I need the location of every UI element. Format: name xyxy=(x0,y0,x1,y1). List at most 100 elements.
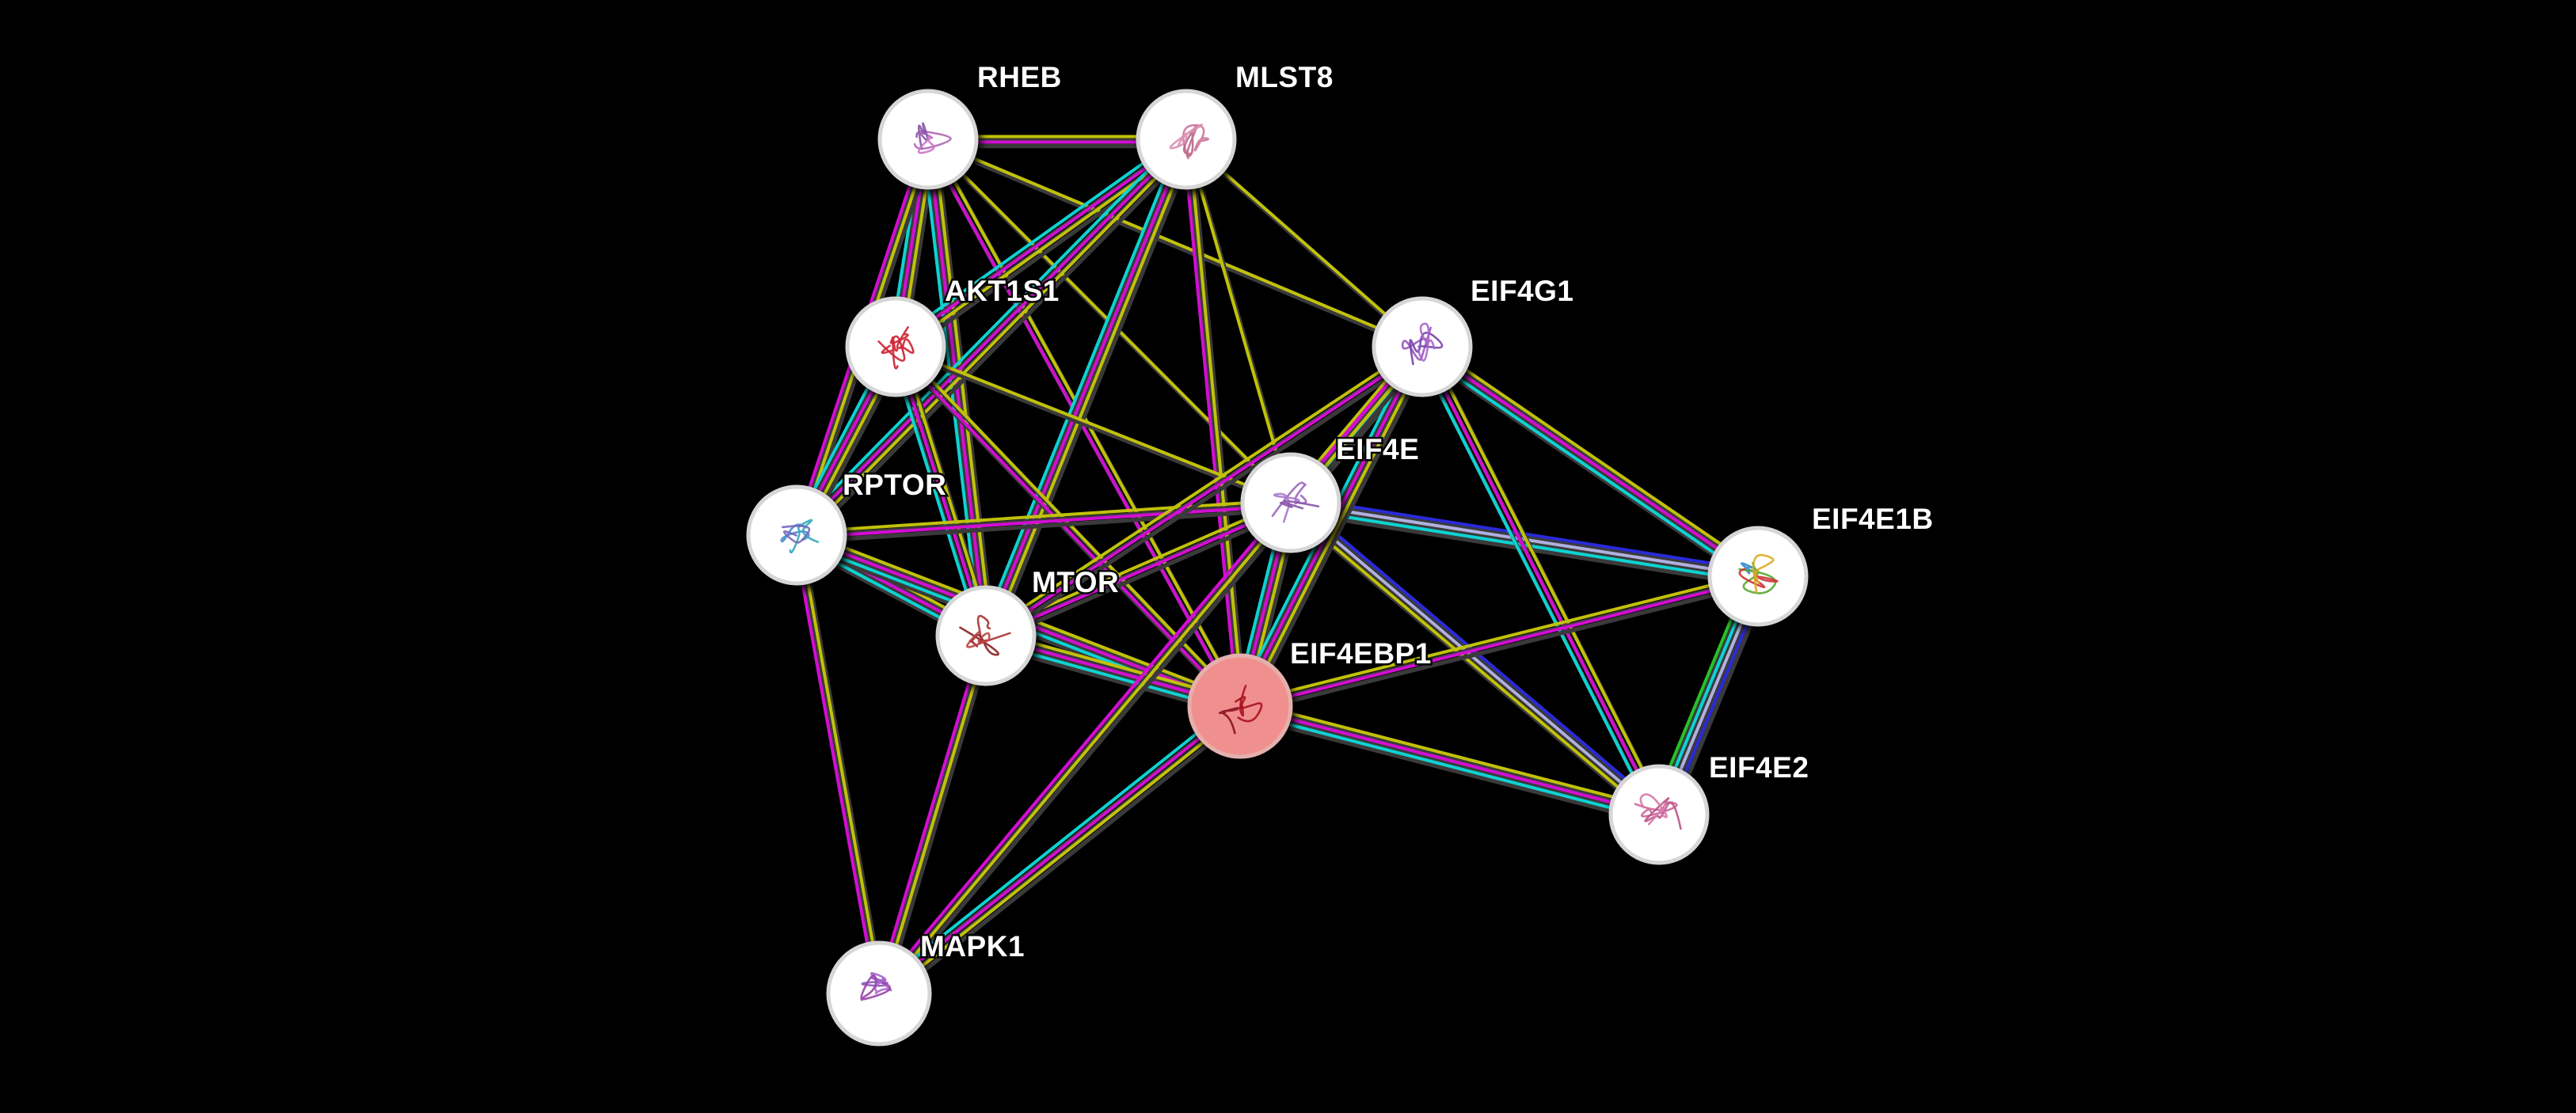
edge-MTOR-EIF4G1[interactable] xyxy=(983,343,1429,644)
protein-structure-thumbnail xyxy=(1239,685,1247,717)
edge-MLST8-EIF4EBP1[interactable] xyxy=(1181,137,1248,713)
protein-structure-thumbnail xyxy=(1740,562,1756,575)
edge-EIF4G1-EIF4E2[interactable] xyxy=(1415,342,1669,823)
edge-MLST8-RPTOR[interactable] xyxy=(791,134,1195,545)
edge-MTOR-MAPK1[interactable] xyxy=(874,632,994,1001)
edge-shadow xyxy=(797,507,1296,545)
edge-evidence-textmining-line xyxy=(1187,137,1245,708)
edge-evidence-databases-line xyxy=(1415,348,1656,819)
edge-evidence-databases-line xyxy=(1237,709,1660,822)
node-label-EIF4EBP1: EIF4EBP1 xyxy=(1290,637,1432,670)
edge-EIF4EBP1-EIF4E2[interactable] xyxy=(1237,699,1665,826)
edge-evidence-experiments-line xyxy=(1421,345,1760,578)
edge-evidence-textmining-line xyxy=(1238,572,1760,705)
edge-shadow xyxy=(1245,351,1432,715)
node-MTOR[interactable]: MTOR xyxy=(935,564,1121,686)
edge-shadow xyxy=(928,141,991,642)
edge-RHEB-EIF4G1[interactable] xyxy=(927,138,1427,353)
protein-structure-thumbnail xyxy=(966,630,991,648)
edge-evidence-textmining-line xyxy=(880,635,991,997)
node-ball xyxy=(1136,89,1237,190)
node-EIF4G1[interactable]: EIF4G1 xyxy=(1372,273,1576,397)
node-ball xyxy=(877,89,979,190)
protein-structure-thumbnail xyxy=(1639,793,1668,826)
edge-shadow xyxy=(1422,348,1763,583)
edge-evidence-textmining-line xyxy=(1425,342,1666,814)
edge-EIF4EBP1-MAPK1[interactable] xyxy=(873,700,1249,1005)
node-ball xyxy=(826,940,932,1047)
edge-evidence-textmining-line xyxy=(1243,348,1429,711)
edge-shadow xyxy=(986,141,1191,642)
protein-structure-thumbnail xyxy=(1417,322,1436,362)
node-label-MTOR: MTOR xyxy=(1032,566,1119,598)
protein-structure-thumbnail xyxy=(877,332,909,362)
edge-shadow xyxy=(793,537,881,1001)
edge-evidence-experiments-line xyxy=(1239,705,1661,816)
edge-EIF4G1-EIF4E1B[interactable] xyxy=(1417,340,1766,587)
protein-structure-thumbnail xyxy=(915,122,929,150)
edge-shadow xyxy=(882,712,1249,1005)
protein-structure-thumbnail xyxy=(1752,553,1775,594)
edge-shadow xyxy=(934,140,996,641)
node-ball xyxy=(1608,764,1710,865)
edge-evidence-textmining-line xyxy=(798,141,1192,541)
edge-evidence-databases-line xyxy=(890,133,1185,344)
edge-shadow xyxy=(1240,708,1664,821)
edge-evidence-textmining-line xyxy=(931,137,993,637)
edge-evidence-experiments-line xyxy=(985,347,1425,640)
edge-evidence-databases-line xyxy=(873,700,1239,991)
edge-RPTOR-MAPK1[interactable] xyxy=(792,533,887,1001)
edge-evidence-experiments-line xyxy=(1239,577,1760,711)
node-label-MLST8: MLST8 xyxy=(1235,61,1334,93)
node-EIF4E2[interactable]: EIF4E2 xyxy=(1608,750,1810,865)
edge-shadow xyxy=(881,638,994,1001)
edge-AKT1S1-EIF4EBP1[interactable] xyxy=(892,343,1247,715)
edge-shadow xyxy=(980,139,1186,640)
edge-RPTOR-EIF4E[interactable] xyxy=(794,498,1296,545)
node-circle xyxy=(826,940,932,1047)
protein-structure-thumbnail xyxy=(1218,707,1240,735)
node-EIF4E1B[interactable]: EIF4E1B xyxy=(1707,501,1935,627)
node-EIF4E[interactable]: EIF4E xyxy=(1240,431,1421,553)
edge-evidence-databases-line xyxy=(921,138,983,638)
edge-evidence-textmining-line xyxy=(927,138,1424,348)
node-MLST8[interactable]: MLST8 xyxy=(1136,59,1335,190)
node-ball xyxy=(845,296,946,397)
edge-evidence-experiments-line xyxy=(984,138,1188,637)
edge-EIF4G1-MAPK1[interactable] xyxy=(875,343,1429,1002)
node-RPTOR[interactable]: RPTOR xyxy=(746,467,948,586)
edge-evidence-textmining-line xyxy=(894,345,1292,504)
node-circle xyxy=(1240,452,1341,553)
edge-evidence-textmining-line xyxy=(983,343,1423,636)
edge-shadow xyxy=(1241,580,1764,716)
edge-evidence-experiments-line xyxy=(1181,138,1239,708)
node-label-MAPK1: MAPK1 xyxy=(920,930,1025,963)
edge-MLST8-MTOR[interactable] xyxy=(979,135,1197,644)
edge-MTOR-EIF4E[interactable] xyxy=(983,498,1297,644)
node-ball xyxy=(935,585,1037,686)
edge-shadow xyxy=(1239,713,1662,826)
node-label-EIF4E1B: EIF4E1B xyxy=(1812,503,1934,535)
node-MAPK1[interactable]: MAPK1 xyxy=(826,929,1026,1047)
edge-shadow xyxy=(881,350,1429,1002)
edge-shadow xyxy=(1425,344,1766,578)
node-RHEB[interactable]: RHEB xyxy=(877,59,1064,190)
protein-structure-thumbnail xyxy=(782,525,811,544)
edge-evidence-homology-line xyxy=(1289,501,1661,816)
edge-shadow xyxy=(876,636,988,999)
node-ball xyxy=(1187,653,1293,759)
protein-structure-thumbnail xyxy=(1169,123,1204,150)
node-AKT1S1[interactable]: AKT1S1 xyxy=(845,273,1061,397)
edge-evidence-textmining-line xyxy=(899,343,993,636)
edge-evidence-experiments-line xyxy=(874,632,985,994)
edge-shadow xyxy=(1242,702,1665,815)
edge-evidence-textmining-line xyxy=(1185,138,1424,348)
edge-shadow xyxy=(987,507,1297,644)
edge-evidence-databases-line xyxy=(1417,349,1757,583)
node-EIF4EBP1[interactable]: EIF4EBP1 xyxy=(1187,636,1433,759)
edge-EIF4EBP1-EIF4E1B[interactable] xyxy=(1238,572,1764,716)
edge-evidence-textmining-line xyxy=(881,708,1246,1000)
protein-structure-thumbnail xyxy=(1181,123,1209,160)
